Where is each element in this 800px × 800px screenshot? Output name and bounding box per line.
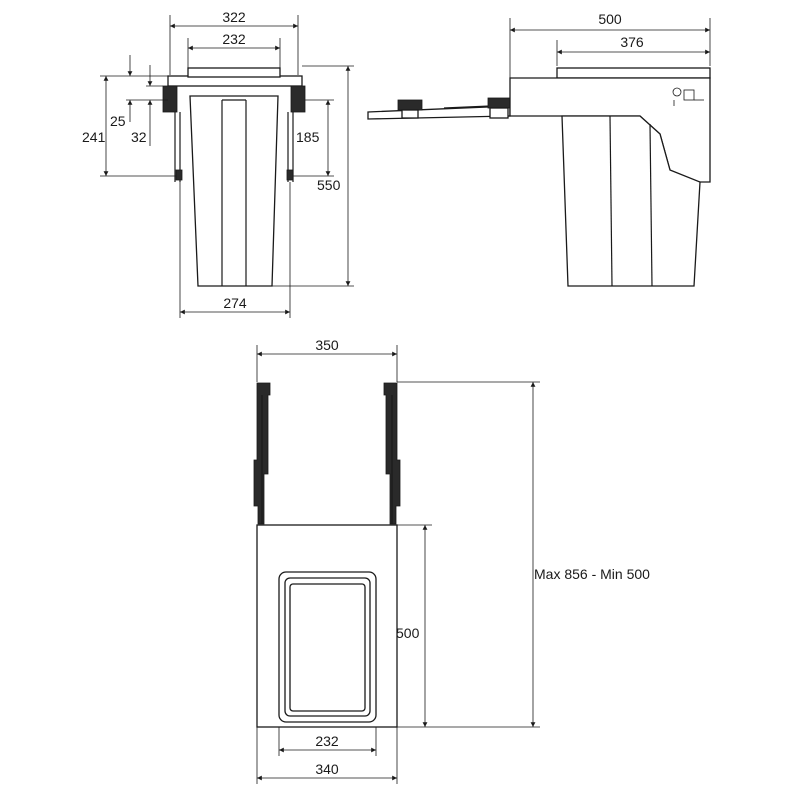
front-lid-top [187, 67, 281, 78]
dim-185-label: 185 [296, 129, 320, 145]
dim-232-bottom-label: 232 [315, 733, 339, 749]
front-view: 322 232 274 241 25 32 185 550 [82, 9, 354, 318]
side-bin-body [561, 115, 701, 287]
dim-25-label: 25 [110, 113, 126, 129]
dim-274-label: 274 [223, 295, 247, 311]
side-rail-clip-left [397, 99, 423, 111]
front-bin-body [189, 95, 279, 287]
dim-extension-label: Max 856 - Min 500 [534, 566, 650, 582]
left-bracket [162, 85, 178, 113]
top-handle-inner [289, 583, 366, 712]
dim-32-label: 32 [131, 129, 147, 145]
top-view: 350 500 Max 856 - Min 500 232 340 [253, 337, 650, 784]
side-lid-top [556, 67, 711, 79]
dim-376-label: 376 [620, 34, 644, 50]
right-bracket [290, 85, 306, 113]
side-view: 500 376 [367, 11, 711, 287]
dim-500-front-label: 500 [396, 625, 420, 641]
side-rail-clip-right [487, 97, 513, 109]
dim-232-label: 232 [222, 31, 246, 47]
dim-500-side-label: 500 [598, 11, 622, 27]
dim-340-label: 340 [315, 761, 339, 777]
dim-322-label: 322 [222, 9, 246, 25]
dim-550-label: 550 [317, 177, 341, 193]
dim-241-label: 241 [82, 129, 106, 145]
dim-350-label: 350 [315, 337, 339, 353]
